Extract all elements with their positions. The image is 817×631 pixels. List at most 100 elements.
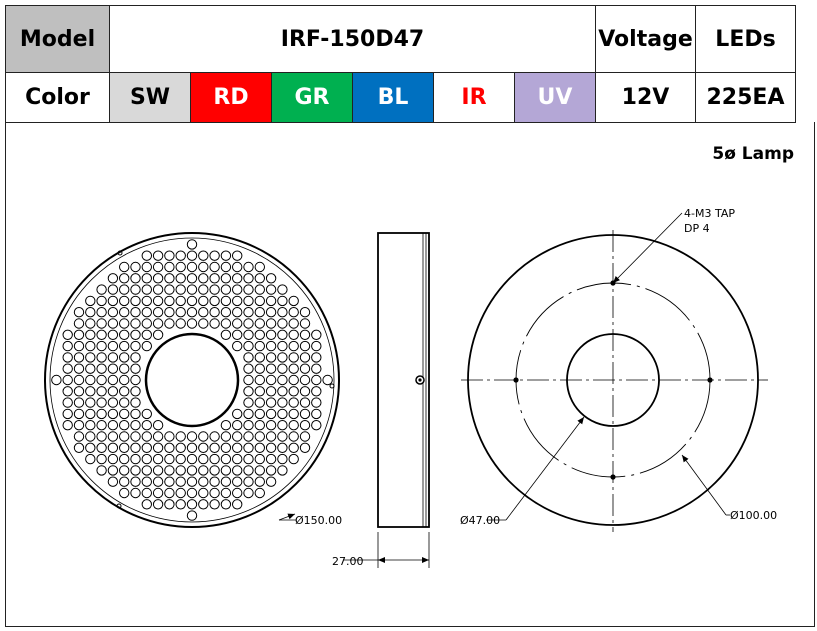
led xyxy=(265,340,277,352)
led xyxy=(220,420,232,431)
led xyxy=(164,273,175,284)
led xyxy=(265,307,277,318)
pcd-diameter-label: Ø100.00 xyxy=(730,509,777,522)
led xyxy=(119,273,130,284)
led xyxy=(141,431,153,442)
led xyxy=(119,261,130,273)
led xyxy=(254,295,266,307)
led xyxy=(107,431,119,442)
led xyxy=(96,431,107,442)
led xyxy=(209,250,220,261)
led xyxy=(299,307,311,318)
led xyxy=(254,465,266,476)
voltage-value: 12V xyxy=(595,72,696,123)
led xyxy=(164,465,175,476)
led xyxy=(288,352,299,363)
leds-value: 225EA xyxy=(695,72,796,123)
led xyxy=(277,386,288,397)
led xyxy=(288,453,299,465)
led xyxy=(130,318,141,329)
led xyxy=(232,329,243,341)
color-swatch-gr: GR xyxy=(271,72,353,123)
led xyxy=(277,307,288,318)
color-swatch-sw: SW xyxy=(109,72,191,123)
led xyxy=(232,307,243,318)
led xyxy=(130,295,141,307)
led xyxy=(232,408,243,420)
led xyxy=(254,340,266,352)
led xyxy=(209,295,220,307)
led xyxy=(254,363,266,374)
led xyxy=(265,318,277,329)
led xyxy=(254,307,266,318)
led xyxy=(164,431,175,442)
led xyxy=(130,329,141,341)
led xyxy=(119,318,130,329)
led xyxy=(299,442,311,453)
led xyxy=(198,261,209,273)
led xyxy=(85,386,96,397)
led xyxy=(311,420,322,431)
led xyxy=(288,431,299,442)
led xyxy=(198,499,209,510)
led xyxy=(299,386,311,397)
led xyxy=(119,284,130,295)
led xyxy=(265,408,277,420)
led-array xyxy=(51,239,333,521)
led xyxy=(311,386,322,397)
led xyxy=(209,465,220,476)
led xyxy=(107,465,119,476)
tap-leader xyxy=(612,212,683,284)
led xyxy=(107,408,119,420)
led xyxy=(232,442,243,453)
led xyxy=(277,374,288,386)
led xyxy=(232,273,243,284)
led xyxy=(107,374,119,386)
led xyxy=(254,374,266,386)
led xyxy=(107,307,119,318)
led xyxy=(243,352,254,363)
led xyxy=(186,273,198,284)
led xyxy=(62,352,73,363)
led xyxy=(85,420,96,431)
led xyxy=(209,318,220,329)
led xyxy=(265,431,277,442)
led xyxy=(96,307,107,318)
led xyxy=(119,340,130,352)
color-swatch-bl: BL xyxy=(352,72,434,123)
led xyxy=(265,363,277,374)
led xyxy=(175,476,186,487)
led xyxy=(186,318,198,329)
color-label: Color xyxy=(5,72,110,123)
led xyxy=(220,476,232,487)
led xyxy=(119,442,130,453)
led xyxy=(265,352,277,363)
led xyxy=(96,408,107,420)
led xyxy=(265,397,277,408)
led xyxy=(164,261,175,273)
led xyxy=(243,453,254,465)
led xyxy=(288,307,299,318)
led xyxy=(73,420,85,431)
inner-diameter-label: Ø47.00 xyxy=(460,514,500,527)
led xyxy=(209,476,220,487)
led xyxy=(265,453,277,465)
led xyxy=(288,397,299,408)
led xyxy=(311,363,322,374)
led xyxy=(73,363,85,374)
led xyxy=(311,340,322,352)
model-value: IRF-150D47 xyxy=(109,5,596,73)
led xyxy=(243,363,254,374)
led xyxy=(85,363,96,374)
led xyxy=(243,273,254,284)
led xyxy=(220,284,232,295)
spec-sheet: Model IRF-150D47 Voltage LEDs Color SW R… xyxy=(5,5,816,627)
led xyxy=(164,453,175,465)
led xyxy=(141,250,153,261)
led xyxy=(209,273,220,284)
led xyxy=(96,374,107,386)
led xyxy=(141,295,153,307)
led xyxy=(186,499,198,510)
led xyxy=(254,352,266,363)
led xyxy=(119,487,130,499)
